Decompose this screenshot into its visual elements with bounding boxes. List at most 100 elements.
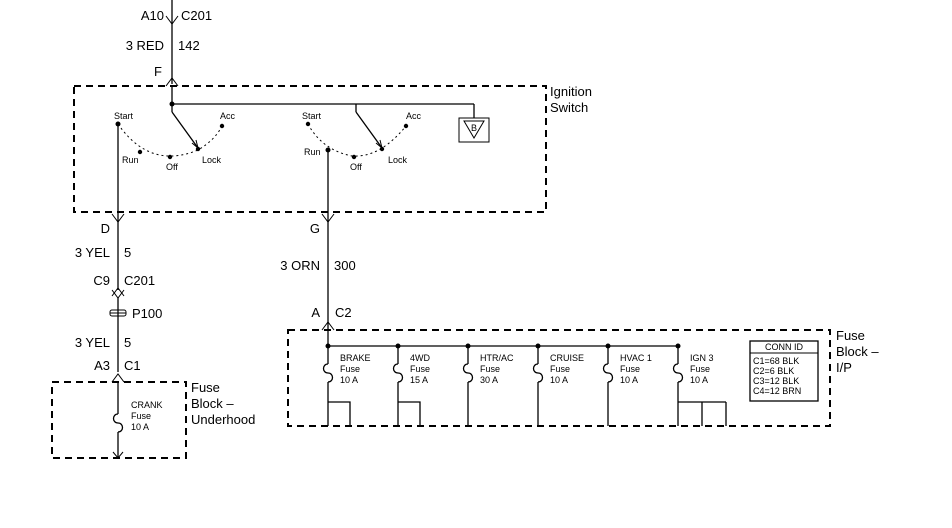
switch-left-arc [117,123,223,157]
ip-fuse-type: Fuse [480,364,500,374]
ip-fuse-type: Fuse [340,364,360,374]
ip-fuse-rating: 10 A [340,375,358,385]
underhood-fuse-block: Fuse Block – Underhood CRANK Fuse 10 A [51,380,255,459]
switch-left-lock-label: Lock [202,155,222,165]
ip-fuse-output-tap [328,401,351,426]
switch-left-acc-label: Acc [220,111,236,121]
conn-id-title: CONN ID [765,342,804,352]
c1-connector [111,373,125,383]
left-conn-pin-label: C9 [93,273,110,288]
top-switch-pin-label: F [154,64,162,79]
top-connector-label: C201 [181,8,212,23]
right-fuse-conn-label: C2 [335,305,352,320]
ip-fuse-rating: 30 A [480,375,498,385]
switch-right-start-dot [305,121,311,127]
top-circuit-label: 142 [178,38,200,53]
left-wire1-color-label: 3 YEL [75,245,110,260]
switch-right-off-label: Off [350,162,362,172]
crank-fuse-name: CRANK [131,400,163,410]
switch-left-run-label: Run [122,155,139,165]
conn-id-row-1: C1=68 BLK [753,356,799,366]
ip-fuse-name: BRAKE [340,353,371,363]
crank-fuse-rating: 10 A [131,422,149,432]
underhood-title-1: Fuse [191,380,220,395]
ip-fuse-rating: 15 A [410,375,428,385]
switch-left-off-label: Off [166,162,178,172]
switch-left-run-dot [137,149,143,155]
splice-p100-label: P100 [132,306,162,321]
switch-right-run-label: Run [304,147,321,157]
c2-connector [321,321,335,331]
ip-fuse-output-tap [398,401,421,426]
left-conn-name-label: C201 [124,273,155,288]
conn-id-box [749,340,819,402]
ip-title-3: I/P [836,360,852,375]
left-wire2-color-label: 3 YEL [75,335,110,350]
switch-left-acc-dot [219,123,225,129]
ip-fuse-rating: 10 A [620,375,638,385]
conn-id-row-3: C3=12 BLK [753,376,799,386]
switch-right-acc-dot [403,123,409,129]
switch-right-blade [355,111,383,149]
fuse-icon [392,363,404,383]
left-wire1-circuit-label: 5 [124,245,131,260]
switch-left-off-dot [167,154,173,160]
ip-fuse-name: 4WD [410,353,431,363]
ip-fuse-type: Fuse [410,364,430,374]
switch-left-lock-dot [195,146,201,152]
crank-fuse-type: Fuse [131,411,151,421]
switch-right-lock-label: Lock [388,155,408,165]
fuse-icon [322,363,334,383]
conn-id-row-2: C2=6 BLK [753,366,794,376]
ground-label: B [471,123,477,133]
ignition-title-2: Switch [550,100,588,115]
conn-id-row-4: C4=12 BRN [753,386,801,396]
fuse-icon [672,363,684,383]
ip-fuse-rating: 10 A [690,375,708,385]
ip-fuse-type: Fuse [690,364,710,374]
top-pin-label: A10 [141,8,164,23]
ip-fuse-name: HTR/AC [480,353,514,363]
crank-fuse-output-arrow [112,451,124,459]
ip-block-outline [287,329,831,427]
right-circuit: G 3 ORN 300 A C2 [280,213,356,331]
underhood-block-outline [51,381,187,459]
switch-right-start-label: Start [302,111,322,121]
top-wire-color-label: 3 RED [126,38,164,53]
top-feed: A10 C201 3 RED 142 F [126,0,212,87]
right-wire-circuit-label: 300 [334,258,356,273]
ip-fuse-name: HVAC 1 [620,353,652,363]
crank-fuse-icon [112,413,124,433]
left-switch-pin-label: D [101,221,110,236]
fuse-icon [532,363,544,383]
switch-left-start-label: Start [114,111,134,121]
fuse-icon [602,363,614,383]
ip-title-1: Fuse [836,328,865,343]
right-wire-color-label: 3 ORN [280,258,320,273]
left-fuse-pin-label: A3 [94,358,110,373]
ip-fuse-type: Fuse [620,364,640,374]
ip-fuse-name: CRUISE [550,353,584,363]
ground-icon [463,120,485,139]
ignition-switch-outline [73,85,547,213]
underhood-title-3: Underhood [191,412,255,427]
ignition-switch: Ignition Switch B Start Acc Run Off Lock [73,84,592,222]
ip-title-2: Block – [836,344,879,359]
left-fuse-conn-label: C1 [124,358,141,373]
underhood-title-2: Block – [191,396,234,411]
left-wire2-circuit-label: 5 [124,335,131,350]
right-switch-pin-label: G [310,221,320,236]
switch-right-lock-dot [379,146,385,152]
ip-fuse-type: Fuse [550,364,570,374]
right-fuse-pin-label: A [311,305,320,320]
switch-left-blade [171,111,199,149]
ignition-title-1: Ignition [550,84,592,99]
